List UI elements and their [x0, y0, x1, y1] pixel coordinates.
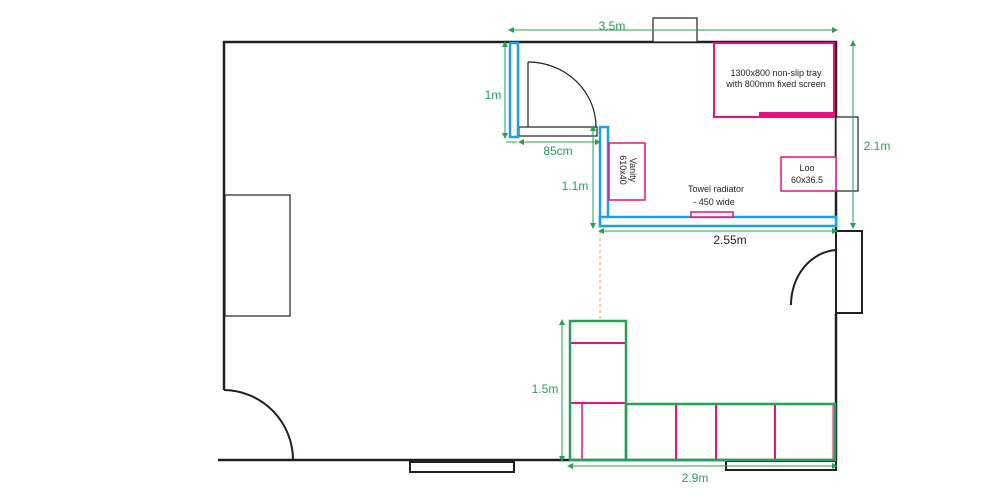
svg-text:3.5m: 3.5m — [599, 19, 626, 33]
loo-label-2: 60x36.5 — [791, 175, 823, 185]
svg-text:85cm: 85cm — [543, 144, 572, 158]
dimension-2-9m: 2.9m — [567, 463, 838, 485]
bathroom-door — [518, 61, 598, 137]
bottom-window — [409, 461, 515, 473]
entrance-door — [223, 389, 294, 461]
vanity-label-2: 610x40 — [618, 155, 628, 185]
vanity: Vanity 610x40 — [608, 142, 646, 201]
dimension-3-5m: 3.5m — [508, 19, 838, 33]
towel-radiator: Towel radiator - 450 wide — [688, 184, 744, 218]
right-door — [789, 230, 863, 314]
svg-text:1.1m: 1.1m — [562, 179, 589, 193]
shower-tray: 1300x800 non-slip tray with 800mm fixed … — [713, 42, 835, 118]
partition-wall-1 — [508, 41, 520, 139]
dimension-1m: 1m — [485, 41, 508, 139]
shower-label-2: with 800mm fixed screen — [725, 79, 826, 89]
dimension-1-1m: 1.1m — [562, 125, 596, 229]
svg-text:2.1m: 2.1m — [864, 139, 891, 153]
svg-text:2.9m: 2.9m — [682, 471, 709, 485]
storage-units — [568, 319, 837, 462]
partition-wall-2 — [598, 125, 610, 228]
svg-text:1.5m: 1.5m — [532, 382, 559, 396]
dimension-2-55m: 2.55m — [598, 228, 838, 247]
radiator-label-1: Towel radiator — [688, 184, 744, 194]
dimension-85cm: 85cm — [506, 139, 601, 158]
partition-wall-3 — [598, 215, 838, 228]
dimension-2-1m: 2.1m — [850, 40, 891, 229]
left-window — [224, 194, 291, 317]
dimension-1-5m: 1.5m — [532, 319, 565, 462]
right-window — [835, 116, 859, 192]
shower-label-1: 1300x800 non-slip tray — [730, 68, 822, 78]
loo-label-1: Loo — [799, 163, 814, 173]
loo: Loo 60x36.5 — [780, 156, 837, 192]
radiator-label-2: - 450 wide — [693, 197, 735, 207]
svg-text:2.55m: 2.55m — [713, 233, 746, 247]
vanity-label-1: Vanity — [628, 158, 638, 183]
svg-text:1m: 1m — [485, 88, 502, 102]
